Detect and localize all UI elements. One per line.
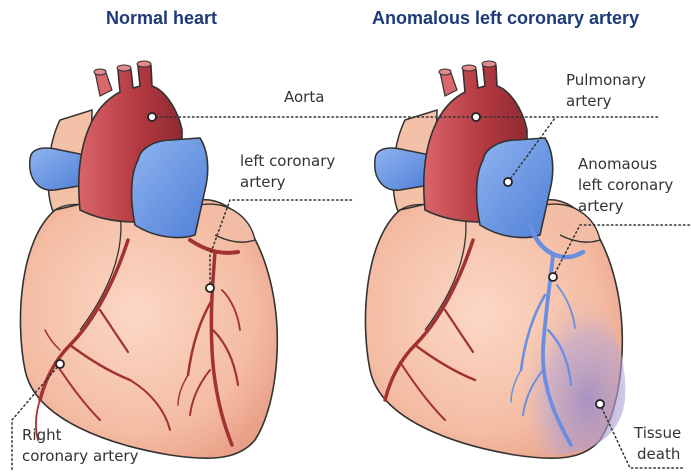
left-coronary-marker [206, 284, 214, 292]
right-coronary-marker [56, 360, 64, 368]
anomalous-heart-illustration [365, 61, 625, 458]
anomalous-label-line3: artery [578, 197, 624, 216]
right-coronary-label-line1: Right [22, 426, 62, 445]
pulmonary-label-line2: artery [566, 92, 612, 111]
aorta-label: Aorta [284, 88, 324, 107]
tissue-death-label-line2: death [637, 445, 680, 464]
anomalous-marker [549, 273, 557, 281]
pulmonary-label-line1: Pulmonary [566, 71, 646, 90]
right-coronary-label-line2: coronary artery [22, 447, 138, 466]
pulmonary-marker [504, 178, 512, 186]
aorta-marker-left [148, 113, 156, 121]
left-coronary-label-line2: artery [240, 173, 286, 192]
tissue-death-marker [596, 400, 604, 408]
left-coronary-label-line1: left coronary [240, 152, 335, 171]
anomalous-label-line2: left coronary [578, 176, 673, 195]
anomalous-label-line1: Anomaous [578, 155, 657, 174]
aorta-marker-right [472, 113, 480, 121]
tissue-death-label-line1: Tissue [634, 424, 681, 443]
